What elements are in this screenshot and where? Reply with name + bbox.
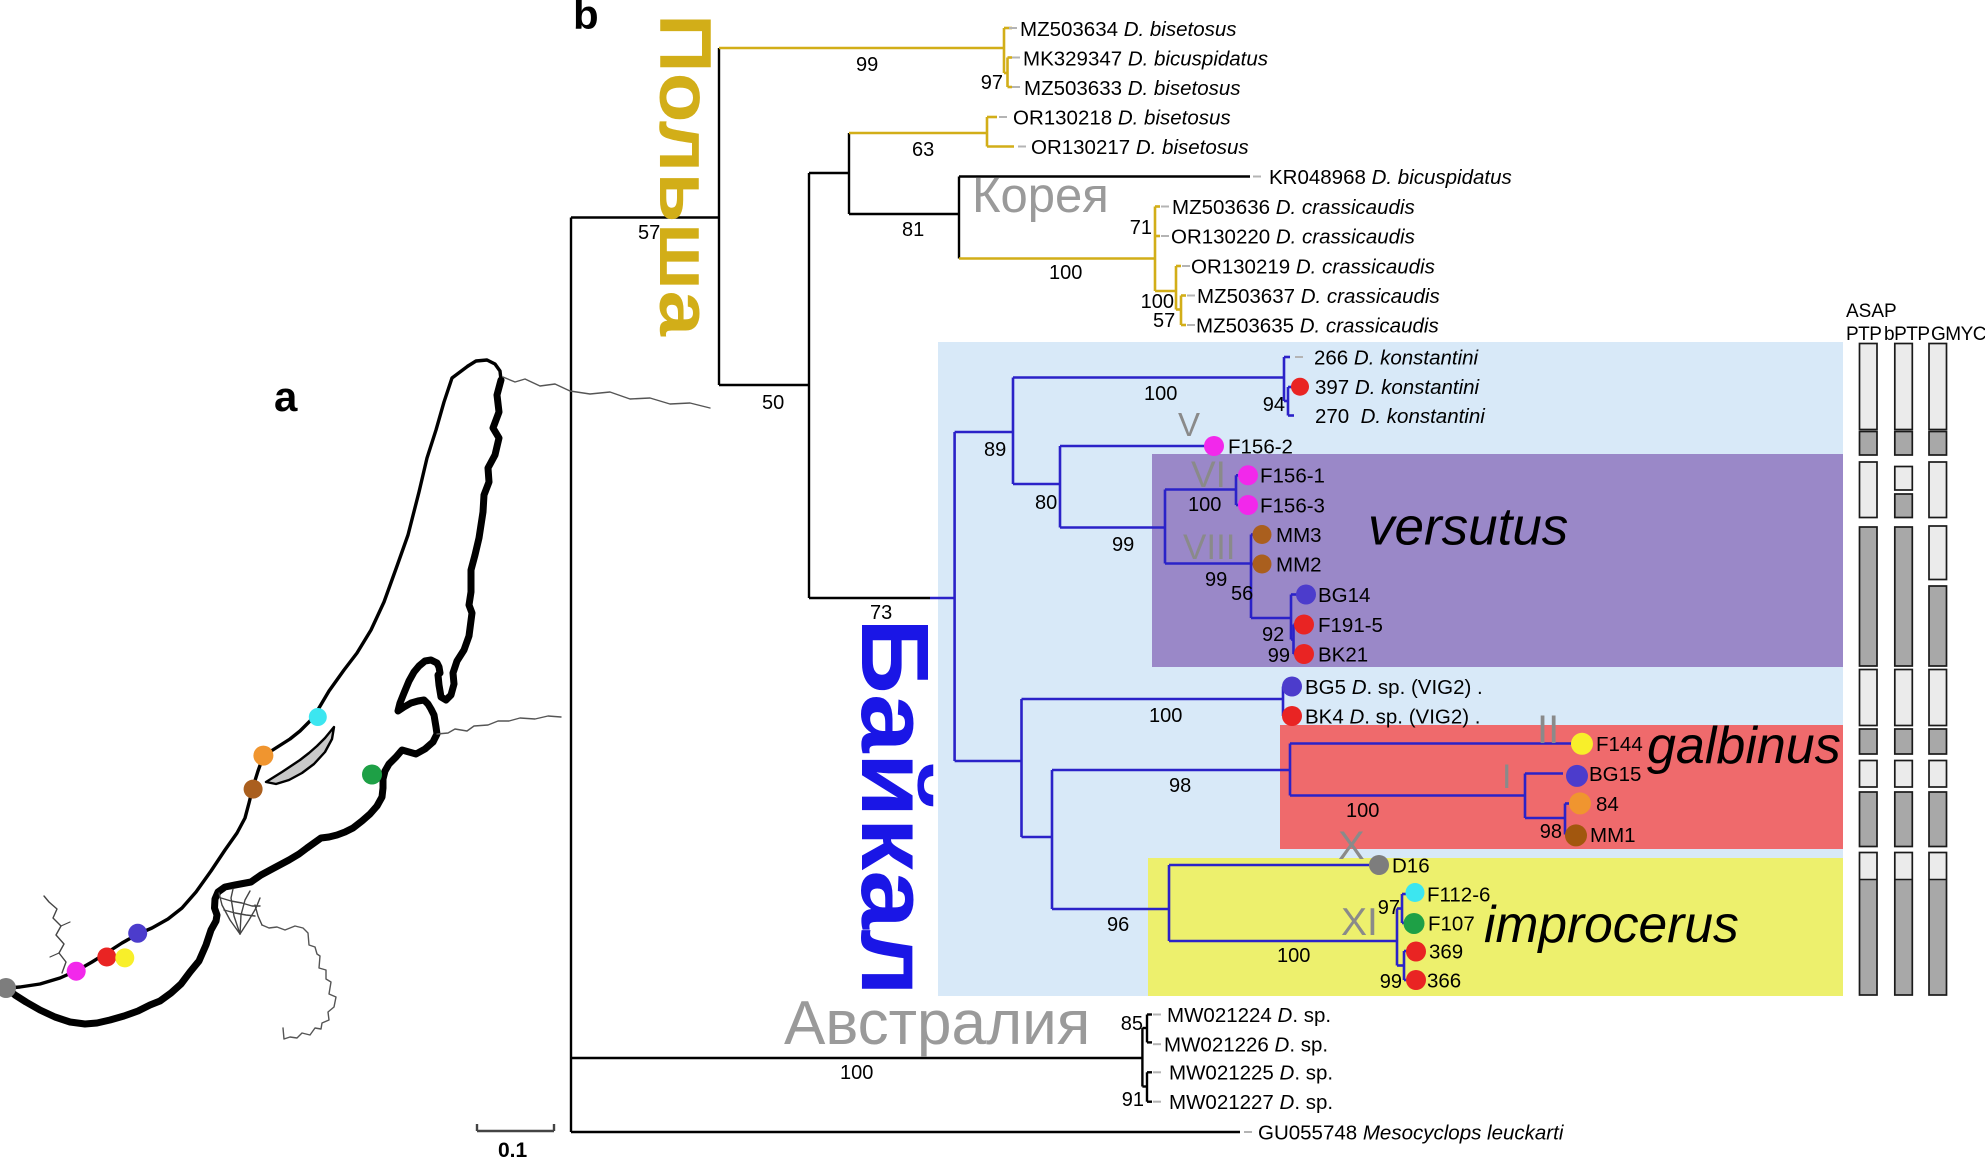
svg-text:99: 99: [1380, 971, 1402, 993]
svg-text:X: X: [1338, 824, 1365, 868]
svg-text:94: 94: [1263, 394, 1285, 416]
svg-text:266 D. konstantini: 266 D. konstantini: [1314, 346, 1480, 369]
svg-text:ASAP: ASAP: [1846, 301, 1897, 322]
svg-text:V: V: [1178, 406, 1200, 443]
svg-text:100: 100: [1346, 800, 1379, 822]
svg-text:b: b: [573, 0, 599, 38]
svg-text:92: 92: [1262, 624, 1284, 646]
svg-text:MM2: MM2: [1276, 553, 1322, 576]
svg-text:50: 50: [762, 392, 784, 414]
svg-text:Байкал: Байкал: [841, 618, 948, 996]
svg-text:Австралия: Австралия: [784, 989, 1090, 1058]
svg-text:89: 89: [984, 439, 1006, 461]
svg-text:84: 84: [1596, 793, 1619, 816]
svg-text:D16: D16: [1392, 854, 1430, 877]
svg-text:63: 63: [912, 139, 934, 161]
svg-text:99: 99: [856, 54, 878, 76]
svg-text:100: 100: [1188, 494, 1221, 516]
svg-text:Польша: Польша: [644, 14, 725, 338]
svg-text:MZ503633 D. bisetosus: MZ503633 D. bisetosus: [1024, 77, 1241, 100]
svg-text:MZ503634 D. bisetosus: MZ503634 D. bisetosus: [1020, 18, 1237, 41]
svg-text:BG14: BG14: [1318, 584, 1370, 607]
svg-text:BK4 D. sp. (VIG2) .: BK4 D. sp. (VIG2) .: [1305, 705, 1480, 728]
svg-text:85: 85: [1121, 1013, 1143, 1035]
svg-text:397 D. konstantini: 397 D. konstantini: [1315, 376, 1481, 399]
svg-text:galbinus: galbinus: [1647, 717, 1841, 775]
svg-text:KR048968 D. bicuspidatus: KR048968 D. bicuspidatus: [1269, 166, 1512, 189]
svg-text:versutus: versutus: [1368, 498, 1568, 557]
svg-text:80: 80: [1035, 492, 1057, 514]
svg-text:97: 97: [981, 72, 1003, 94]
svg-text:F144: F144: [1596, 733, 1643, 756]
svg-text:BG15: BG15: [1589, 763, 1641, 786]
svg-text:MM1: MM1: [1590, 824, 1636, 847]
svg-text:57: 57: [638, 222, 660, 244]
svg-text:MM3: MM3: [1276, 524, 1322, 547]
svg-text:96: 96: [1107, 914, 1129, 936]
svg-text:improcerus: improcerus: [1484, 895, 1739, 953]
svg-text:a: a: [274, 373, 298, 420]
svg-text:366: 366: [1427, 969, 1461, 992]
svg-text:F191-5: F191-5: [1318, 614, 1383, 637]
svg-text:98: 98: [1540, 821, 1562, 843]
svg-text:bPTP: bPTP: [1884, 324, 1930, 345]
svg-text:MW021227 D. sp.: MW021227 D. sp.: [1169, 1091, 1333, 1114]
svg-text:XI: XI: [1341, 901, 1378, 944]
svg-text:MW021226 D. sp.: MW021226 D. sp.: [1164, 1034, 1328, 1057]
svg-text:100: 100: [1277, 945, 1310, 967]
svg-text:OR130218 D. bisetosus: OR130218 D. bisetosus: [1013, 106, 1231, 129]
svg-text:F112-6: F112-6: [1427, 883, 1490, 906]
svg-text:BG5 D. sp. (VIG2) .: BG5 D. sp. (VIG2) .: [1305, 676, 1483, 699]
svg-text:I: I: [1502, 758, 1511, 796]
svg-text:99: 99: [1112, 534, 1134, 556]
svg-text:97: 97: [1378, 897, 1400, 919]
svg-text:GMYC: GMYC: [1931, 324, 1985, 345]
svg-text:OR130217 D. bisetosus: OR130217 D. bisetosus: [1031, 136, 1249, 159]
svg-text:91: 91: [1122, 1089, 1144, 1111]
svg-text:F156-1: F156-1: [1260, 465, 1325, 488]
svg-text:OR130219 D. crassicaudis: OR130219 D. crassicaudis: [1191, 255, 1435, 278]
svg-text:0.1: 0.1: [498, 1139, 528, 1159]
svg-text:57: 57: [1153, 310, 1175, 332]
svg-text:VI: VI: [1191, 454, 1226, 495]
svg-text:MK329347 D. bicuspidatus: MK329347 D. bicuspidatus: [1023, 47, 1268, 70]
svg-text:270 D. konstantini: 270 D. konstantini: [1315, 405, 1486, 428]
svg-text:PTP: PTP: [1846, 324, 1881, 345]
svg-text:100: 100: [1149, 705, 1182, 727]
svg-text:F156-2: F156-2: [1228, 435, 1293, 458]
svg-text:98: 98: [1169, 775, 1191, 797]
svg-text:100: 100: [1049, 262, 1082, 284]
svg-text:99: 99: [1268, 645, 1290, 667]
svg-text:MZ503636 D. crassicaudis: MZ503636 D. crassicaudis: [1172, 196, 1415, 219]
svg-text:100: 100: [840, 1062, 873, 1084]
svg-text:BK21: BK21: [1318, 643, 1368, 666]
svg-text:Корея: Корея: [972, 169, 1109, 223]
svg-text:MZ503635 D. crassicaudis: MZ503635 D. crassicaudis: [1196, 314, 1439, 337]
svg-text:MW021224 D. sp.: MW021224 D. sp.: [1167, 1004, 1331, 1027]
svg-text:OR130220 D. crassicaudis: OR130220 D. crassicaudis: [1171, 225, 1415, 248]
svg-text:MZ503637 D. crassicaudis: MZ503637 D. crassicaudis: [1197, 285, 1440, 308]
svg-text:MW021225 D. sp.: MW021225 D. sp.: [1169, 1062, 1333, 1085]
svg-text:II: II: [1537, 708, 1559, 752]
svg-text:GU055748 Mesocyclops leuckarti: GU055748 Mesocyclops leuckarti: [1258, 1121, 1565, 1144]
svg-text:71: 71: [1130, 217, 1152, 239]
svg-text:100: 100: [1141, 291, 1174, 313]
svg-text:81: 81: [902, 219, 924, 241]
svg-text:F107: F107: [1428, 912, 1475, 935]
svg-text:369: 369: [1429, 940, 1463, 963]
svg-text:F156-3: F156-3: [1260, 494, 1325, 517]
svg-text:73: 73: [870, 602, 892, 624]
svg-text:56: 56: [1231, 583, 1253, 605]
svg-text:100: 100: [1144, 383, 1177, 405]
svg-text:VIII: VIII: [1183, 528, 1236, 567]
svg-text:99: 99: [1205, 569, 1227, 591]
